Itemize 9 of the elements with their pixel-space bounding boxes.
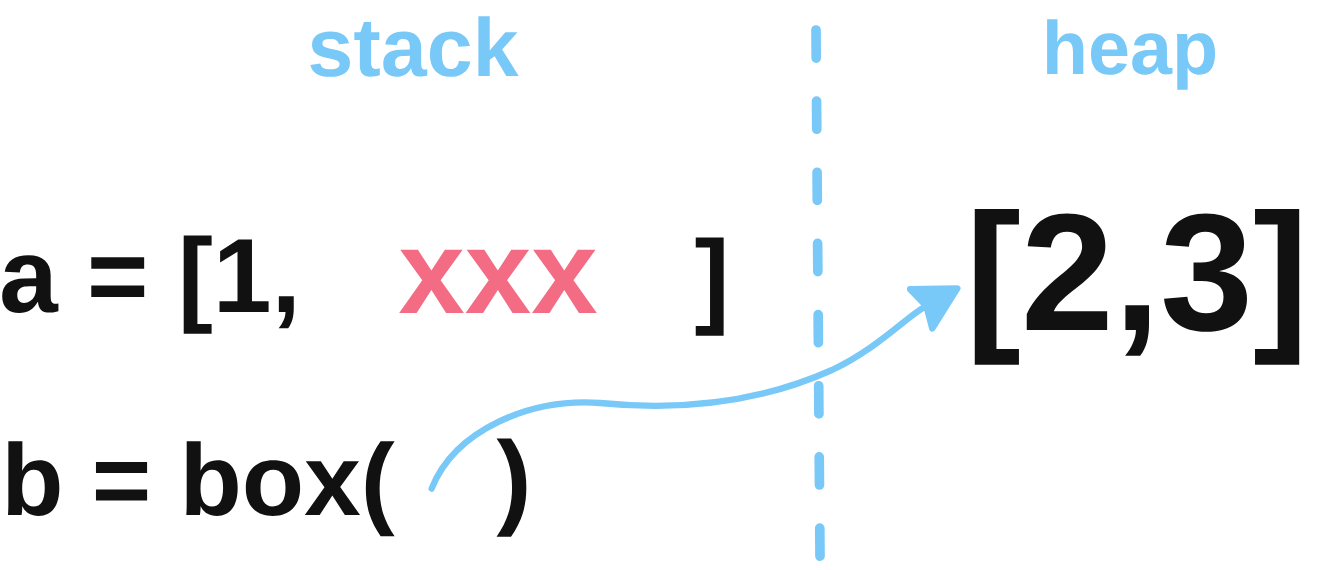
section-heading: heap [1047,19,1216,90]
array-text: [2,3] [974,209,1300,365]
section-heading: stack [310,16,519,77]
code-text: ) [496,438,527,537]
placeholder-text: xxx [399,249,597,313]
code-text: a = [1, [2,235,294,334]
code-text: ] [695,237,724,336]
arrow [428,285,961,492]
code-text: b = box( [8,441,395,537]
